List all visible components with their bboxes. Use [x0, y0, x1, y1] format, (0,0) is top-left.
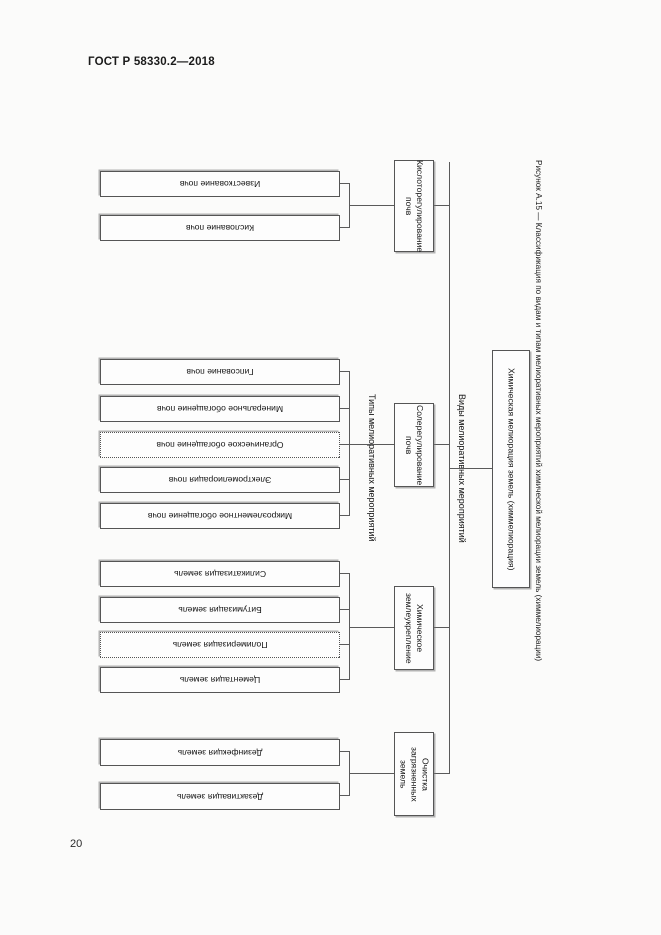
connector-kinds-spine: [449, 162, 450, 774]
connector-cat1-item-1: [340, 795, 350, 796]
leaf-box-2-2: Полимеризация земель: [100, 632, 340, 658]
leaf-box-2-1: Цементация земель: [100, 667, 340, 693]
connector-cat2-item-4: [340, 573, 350, 574]
leaf-box-3-1: Микроэлементное обогащение почв: [100, 503, 340, 529]
leaf-box-2-4: Силикатизация земель: [100, 561, 340, 587]
page-number: 20: [70, 838, 83, 850]
connector-cat4-item-2: [340, 183, 350, 184]
connector-cat1-item-2: [340, 751, 350, 752]
connector-cat3-item-1: [340, 515, 350, 516]
connector-cat4-item-1: [340, 227, 350, 228]
category-box-4: Кислоторегулирование почв: [394, 160, 434, 252]
connector-cat4-out: [350, 205, 394, 206]
connector-kind-2: [434, 627, 450, 628]
connector-cat3-out: [350, 444, 394, 445]
connector-root-out: [450, 468, 492, 469]
leaf-box-3-3: Органическое обогащение почв: [100, 432, 340, 458]
connector-cat2-item-2: [340, 644, 350, 645]
leaf-box-3-2: Электромелиорация почв: [100, 467, 340, 493]
connector-cat2-spine: [349, 574, 350, 680]
connector-cat3-item-2: [340, 479, 350, 480]
connector-cat2-item-1: [340, 679, 350, 680]
leaf-box-2-3: Битумизация земель: [100, 597, 340, 623]
category-box-3: Солерегулирование почв: [394, 403, 434, 487]
level-label-types: Типы мелиоративных мероприятий: [367, 394, 377, 542]
page-header: ГОСТ Р 58330.2—2018: [88, 56, 215, 68]
leaf-box-4-2: Известкование почв: [100, 171, 340, 197]
connector-kind-4: [434, 205, 450, 206]
category-box-1: Очистка загрязненных земель: [394, 732, 434, 816]
connector-cat1-spine: [349, 752, 350, 796]
classification-diagram: Химическая мелиорация земель (химмелиора…: [88, 118, 536, 818]
leaf-box-4-1: Кислование почв: [100, 215, 340, 241]
connector-cat2-out: [350, 627, 394, 628]
connector-cat1-out: [350, 773, 394, 774]
leaf-box-3-5: Гипсование почв: [100, 359, 340, 385]
leaf-box-1-2: Дезинфекция земель: [100, 739, 340, 766]
root-box: Химическая мелиорация земель (химмелиора…: [492, 350, 530, 588]
category-box-2: Химическое землеукрепление: [394, 586, 434, 670]
connector-cat4-spine: [349, 184, 350, 228]
connector-kind-1: [434, 773, 450, 774]
connector-cat3-item-3: [340, 444, 350, 445]
connector-cat3-item-4: [340, 408, 350, 409]
connector-kind-3: [434, 444, 450, 445]
connector-cat3-item-5: [340, 371, 350, 372]
connector-cat2-item-3: [340, 609, 350, 610]
leaf-box-3-4: Минеральное обогащение почв: [100, 396, 340, 422]
leaf-box-1-1: Дезактивация земель: [100, 783, 340, 810]
